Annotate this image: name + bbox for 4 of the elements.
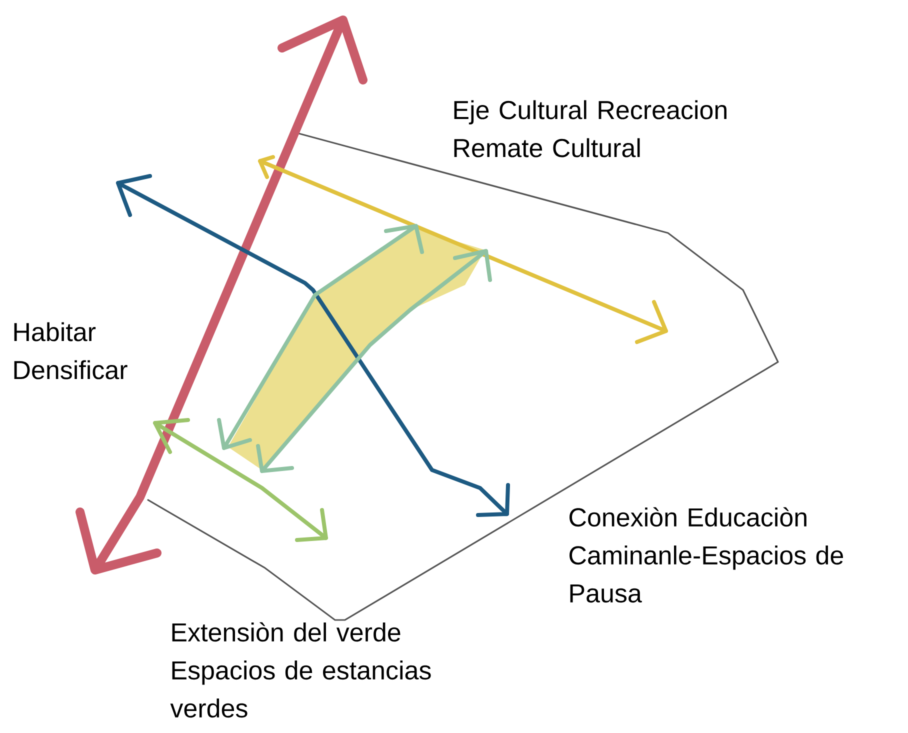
area-label: Extensiòn del verde Espacios de estancias verdes bbox=[170, 622, 431, 718]
area-label: Habitar Densificar bbox=[14, 322, 128, 380]
area-label: Conexiòn Educaciòn Caminanle-Espacios de Pausa bbox=[570, 507, 843, 603]
area-label: Eje Cultural Recreacion Remate Cultural bbox=[454, 100, 726, 158]
